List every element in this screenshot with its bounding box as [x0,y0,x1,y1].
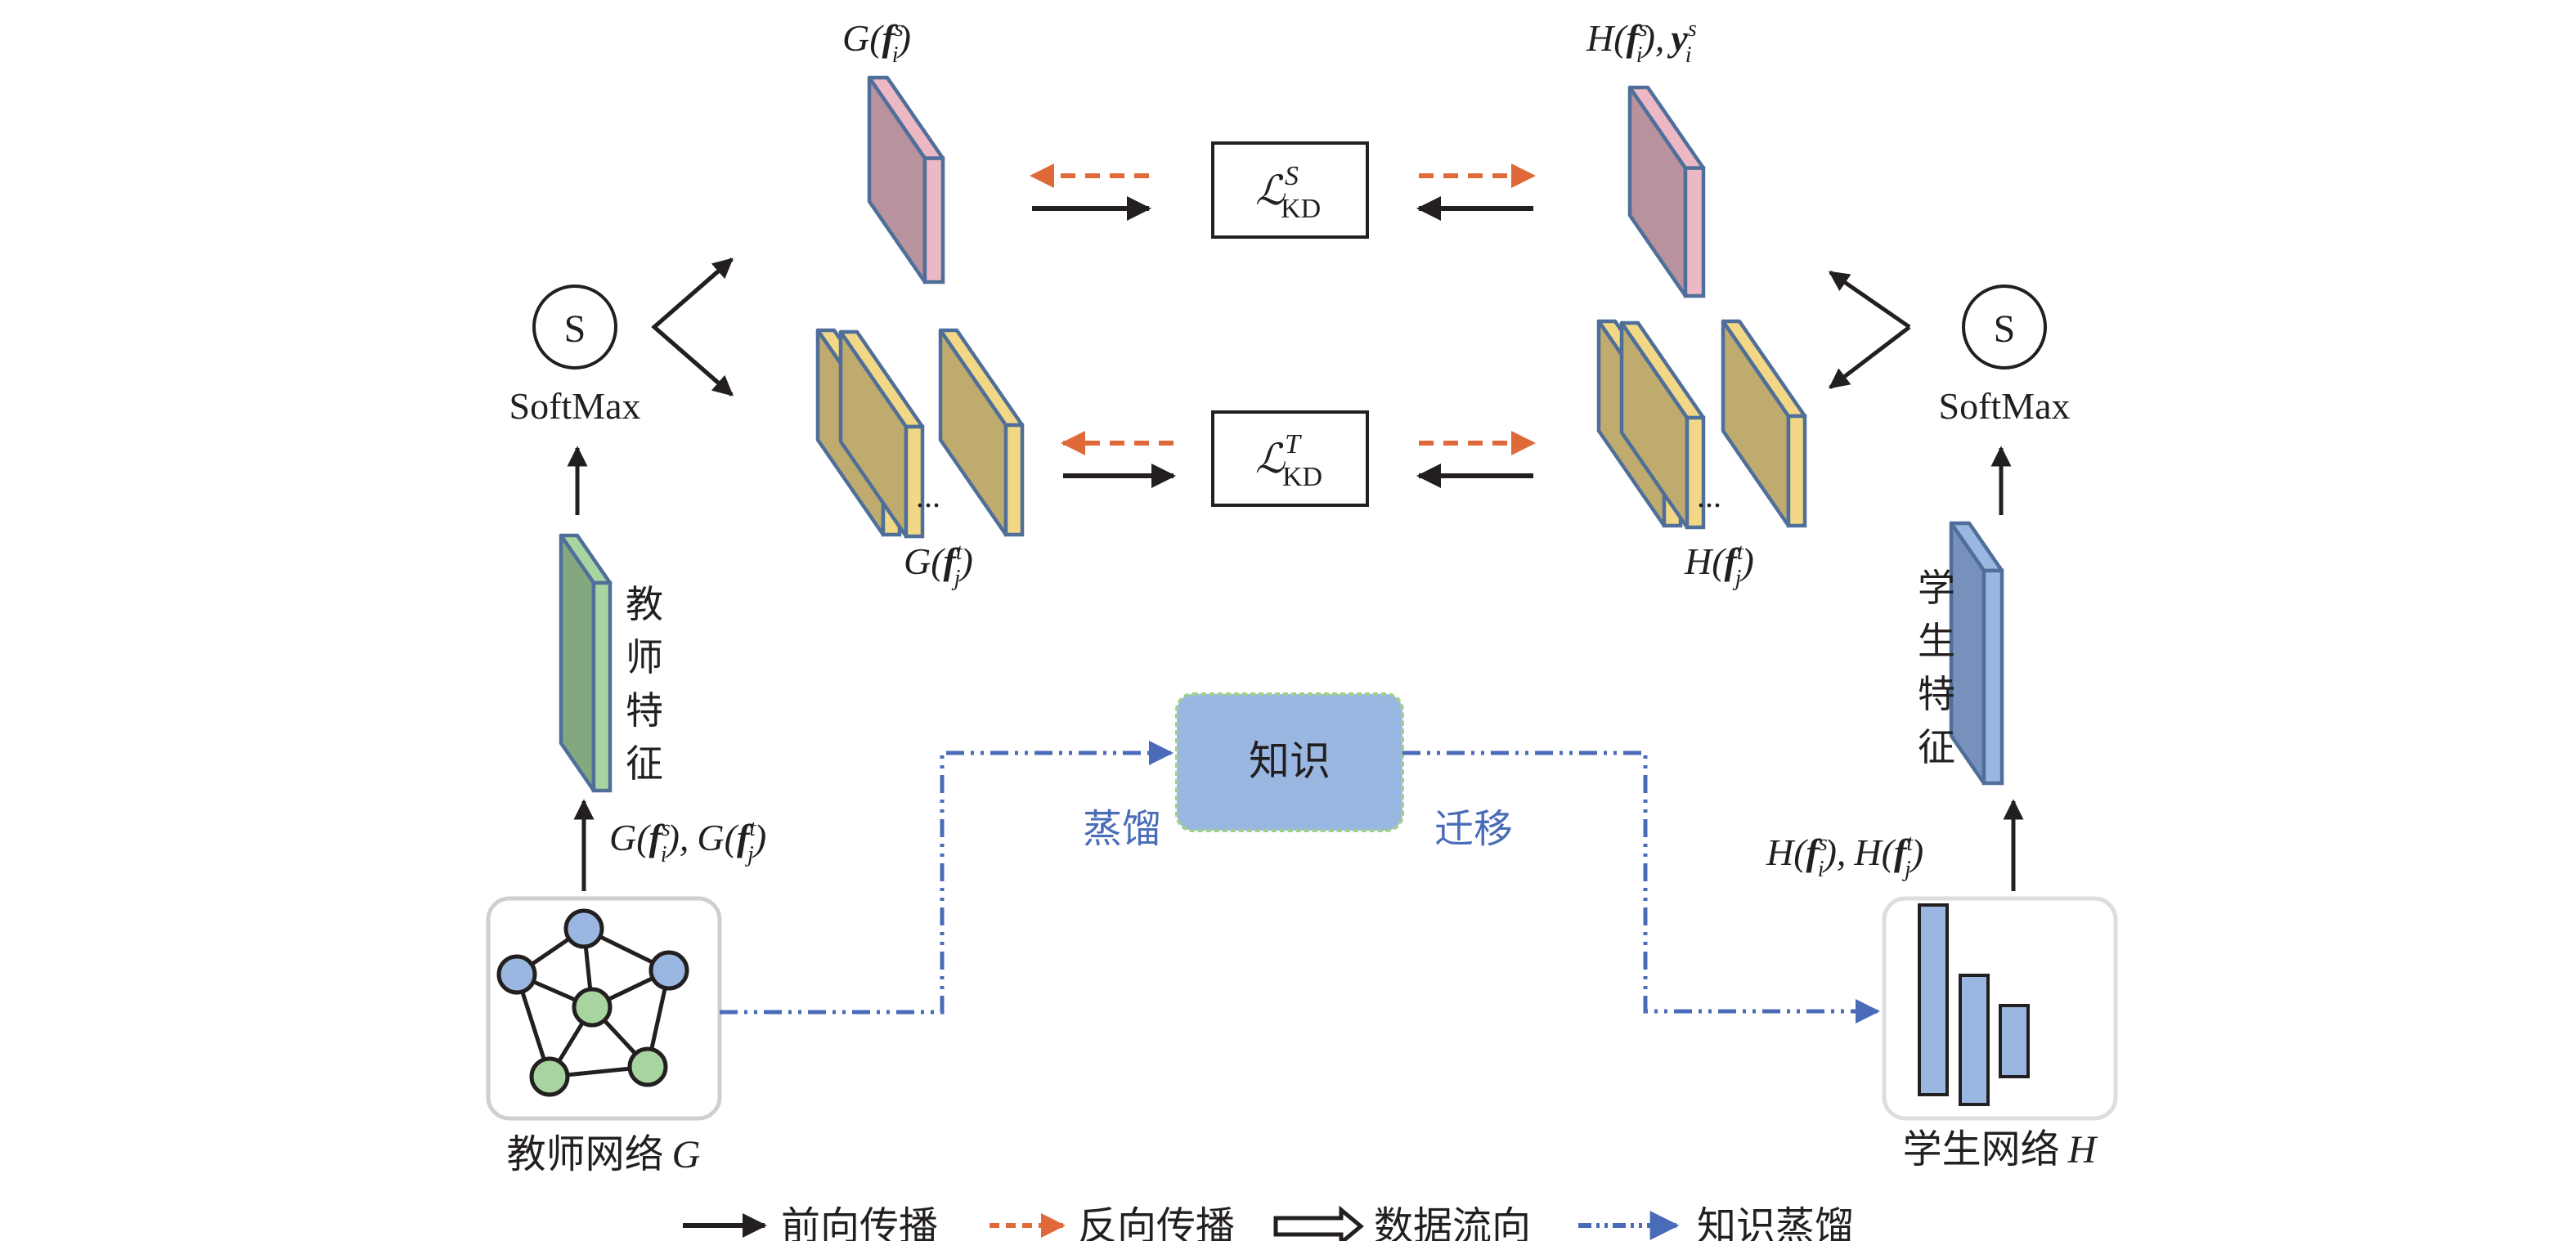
student-split-arrow-down [1829,325,1911,389]
teacher-split-arrow-up [653,258,734,329]
student-plate-3-side [1786,414,1807,528]
soft-kd-loss-box [1211,141,1369,239]
student-split-arrow-up [1828,270,1911,329]
teacher-plate-3 [938,328,1025,537]
student-soft-plate-side [1683,166,1706,298]
teacher-softmax-symbol: S [564,307,586,351]
teacher-plate-2 [838,329,925,539]
teacher-feature-plates-stack [815,328,1025,539]
student-softmax-label: SoftMax [1939,385,2071,427]
student-layer-2 [1959,974,1990,1106]
teacher-plate-3-side [1003,423,1025,537]
teacher-feature-slab [559,533,613,793]
teacher-split-arrow-down [653,325,734,396]
student-plate-2-side [1685,415,1706,530]
transfer-label: 迁移 [1434,806,1513,852]
teacher-graph-icon [496,908,689,1097]
student-ellipsis: ... [1697,477,1721,514]
legend-forward-label: 前向传播 [781,1203,938,1241]
legend: 前向传播 反向传播 数据流向 知识蒸馏 [683,1203,1854,1241]
teacher-feature-bar [559,533,613,793]
student-network-layers-icon [1918,903,2030,1106]
teacher-softmax-icon [532,284,617,370]
knowledge-box-label: 知识 [1249,737,1331,785]
teacher-softmax-split-arrow [651,260,731,394]
student-softmax-symbol: S [1994,307,2016,351]
teacher-soft-plate [867,75,945,284]
transfer-path-knowledge-to-student [1402,750,1880,1024]
legend-distill-label: 知识蒸馏 [1697,1203,1854,1241]
legend-data-flow-arrow-icon [1273,1205,1364,1241]
student-soft-plate [1627,85,1706,298]
distill-path-teacher-to-knowledge [720,741,1174,1015]
teacher-softmax-label: SoftMax [509,385,641,427]
student-plate-2 [1619,320,1706,530]
legend-backprop-label: 反向传播 [1078,1203,1235,1241]
teacher-plate-2-side [904,424,925,539]
graph-node [648,950,689,991]
teacher-feature-slab-side [591,580,613,793]
student-feature-plates-stack [1596,319,1807,530]
legend-data-flow-label: 数据流向 [1374,1203,1531,1241]
graph-node [496,954,537,995]
student-softmax-icon [1962,284,2047,370]
student-plate-3 [1721,319,1807,528]
student-layer-3 [1999,1004,2030,1078]
distill-label: 蒸馏 [1083,806,1161,852]
student-soft-label-plate [1627,85,1706,298]
teacher-ellipsis: ... [916,477,940,514]
hard-kd-loss-box [1211,410,1369,507]
student-feature-label: 学 生 特 征 [1918,566,1968,769]
student-layer-1 [1918,903,1949,1096]
teacher-feature-label: 教 师 特 征 [626,582,675,786]
student-feature-slab-side [1981,568,2004,786]
teacher-soft-plate-side [922,156,945,284]
student-feature-slab [1949,521,2004,786]
knowledge-box [1175,692,1404,832]
graph-node [572,987,613,1028]
graph-node [529,1056,570,1097]
graph-node [563,908,604,949]
teacher-soft-label-plate [867,75,945,284]
student-feature-bar [1949,521,2004,786]
graph-node [627,1046,668,1087]
